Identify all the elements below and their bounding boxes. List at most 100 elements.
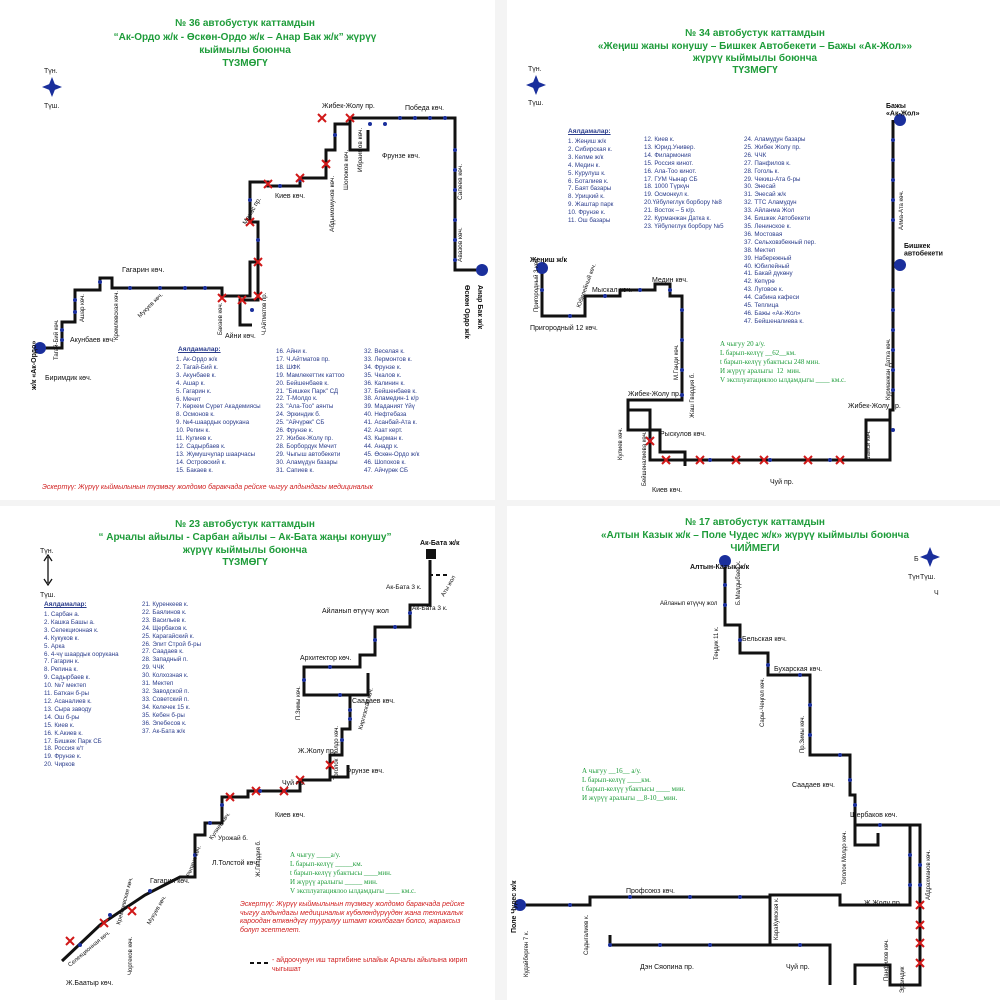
compass-north-label: Түн. <box>44 68 58 75</box>
stop-markers <box>568 583 922 947</box>
label-sapeyev: Сапеев көч. <box>457 164 464 200</box>
label-prigor3: Пригородный 3 көч. <box>533 257 540 312</box>
label-zhibek: Жибек-Жолу пр. <box>322 102 375 110</box>
label-gagarin: Гагарин көч. <box>122 265 165 274</box>
route-branch <box>238 262 260 327</box>
label-kiev: Киев көч. <box>275 193 305 200</box>
route-23-title: № 23 автобустук каттамдын <box>175 519 315 530</box>
label-tagaybiy: Тагай-Бий көч. <box>53 319 60 360</box>
route-loop <box>348 124 370 152</box>
route-34-title-line3: жүрүү кыймылы боюнча <box>692 53 818 64</box>
compass-south-label: Түш. <box>920 574 935 581</box>
compass-icon <box>42 77 62 97</box>
route-branch <box>853 823 922 987</box>
compass-icon <box>526 75 546 95</box>
label-oskon: Өскөн Ордо ж/к <box>463 285 470 339</box>
label-karakul: КараКумская к. <box>774 897 780 940</box>
label-prigor12: Пригородный 12 көч. <box>530 324 598 332</box>
label-atyzhol: Аты жол <box>441 574 458 598</box>
label-akbata3: Ак-Бата 3 к. <box>386 584 422 591</box>
route-36-map: Түн. Түш. ж/к «Ак-Ордо» Би <box>31 68 488 391</box>
label-chortkov: Чортеков көч. <box>128 936 134 975</box>
label-panfilov: Панфилов көч. <box>884 939 890 981</box>
route-line <box>723 567 912 985</box>
label-przimy: Пр.Зимы көч. <box>800 716 806 753</box>
label-altyn: Алтын-Казык ж/к <box>690 564 750 571</box>
route-17-title-line2: «Алтын Казык ж/к – Поле Чудес ж/к» жүрүү… <box>600 530 910 541</box>
label-zhash: Жаш Гвардия б. <box>690 373 696 418</box>
warning-note: Эскертүү: Жүрүү кыймылынын түзмөгү жолдо… <box>42 484 373 491</box>
legend-dash-note: - айдоочунун иш тартибине ылайык Арчалы … <box>272 957 468 973</box>
label-abdumomunov: Абдымомунов көч. <box>328 176 336 232</box>
stops-list-col1: 1. Сарбан а. 2. Кашка Башы а. 3. Селекци… <box>44 611 119 769</box>
route-34-panel: № 34 автобустук каттамдын «Жеңиш жаны ко… <box>510 0 1000 500</box>
stops-header: Аялдамалар: <box>178 346 221 353</box>
stops-list-col2: 21. Куренкеев к. 22. Баялинов к. 23. Вас… <box>142 601 202 735</box>
stop-markers <box>60 116 457 342</box>
stops-list-col3: 32. Веселая к. 33. Лермонтов к. 34. Фрун… <box>364 348 420 474</box>
label-kremlev: Кремлевская көч. <box>114 291 120 340</box>
label-mukuev: Мукуев көч. <box>147 894 169 926</box>
label-myskal: Мыскал көч. <box>592 287 632 294</box>
label-kirgizskaya: Киргизская көч. <box>358 687 375 731</box>
label-saadaev: Саадаев көч. <box>792 782 835 789</box>
label-zhzholu: Ж.Жолу пр. <box>298 748 336 755</box>
route-loop <box>520 895 772 947</box>
route-23-map: Түн. Түш. Ак-Бата ж/к Ак-Бата 3 к. Ак-Ба… <box>40 540 460 987</box>
label-mgandi: М.Ганди көч. <box>674 344 680 380</box>
terminal-marker <box>476 264 488 276</box>
label-erkindik: Эркиндик <box>900 966 906 993</box>
label-chuy: Чуй пр. <box>786 963 810 971</box>
label-kiev: Киев көч. <box>652 487 682 494</box>
label-urozh: Урожай б. <box>218 834 248 842</box>
stops-list-col2: 12. Киев к. 13. Юрид.Универ. 14. Филармо… <box>644 136 724 230</box>
label-aylanpy: Айланып өтүүчү жол <box>322 607 389 615</box>
label-sherbakov: Щербаков көч. <box>850 811 897 819</box>
warning-note: Эскертүү: Жүрүү кыймылынын түзмөгү жолдо… <box>240 901 465 934</box>
label-bazhy: Бажы«Ак-Жол» <box>886 103 920 118</box>
compass-north-label: Түн. <box>40 548 54 555</box>
route-36-title: № 36 автобустук каттамдын <box>175 18 315 29</box>
closed-stop-markers <box>915 900 925 968</box>
terminal-marker <box>719 555 731 567</box>
compass-icon <box>43 553 53 587</box>
label-frunze: Фрунзе көч. <box>346 768 384 775</box>
route-stats: А чыгуу __16__ а/у. L барып-келүү ____км… <box>582 767 686 802</box>
route-line <box>40 116 480 350</box>
compass-north-label: Түн. <box>528 66 542 73</box>
label-ashar: Ашар көч. <box>80 294 86 322</box>
label-aytmatov: Ч.Айтматов пр. <box>261 292 268 335</box>
label-kiev: Киев көч. <box>275 812 305 819</box>
route-34-title-line4: ТҮЗМӨГҮ <box>732 65 778 76</box>
route-17-title-line3: ЧИЙМЕГИ <box>730 543 780 554</box>
label-ryskulov: Рыскулов көч. <box>660 431 706 438</box>
label-ltolstoy: Л.Толстой көч. <box>212 859 259 867</box>
label-beysh: Бейшеналиева көч. <box>641 431 648 486</box>
label-dzen: Дэн Сяопина пр. <box>640 964 694 971</box>
label-kurmanzhan: Курманжан Датка көч. <box>886 338 892 400</box>
label-kudayberg: Кудайберген 7 к. <box>523 930 530 977</box>
label-pobeda: Победа көч. <box>405 104 444 112</box>
route-dashed <box>429 560 450 576</box>
route-loop <box>350 673 370 697</box>
route-34-title-line2: «Жеңиш жаны конушу – Бишкек Автобекети –… <box>597 41 913 52</box>
terminal-marker <box>514 899 526 911</box>
compass-south-label: Түш. <box>44 103 59 110</box>
label-ayni: Айни көч. <box>225 332 256 340</box>
label-profsoyuz: Профсоюз көч. <box>626 888 675 895</box>
terminal-marker <box>536 262 548 274</box>
route-34-title: № 34 автобустук каттамдын <box>685 28 825 39</box>
label-mukuev: Мукуев көч. <box>137 292 165 320</box>
label-saadaev: Саадаев көч. <box>352 698 395 705</box>
label-anarbak: Анар Бак ж/к <box>476 285 483 330</box>
label-kulieva: Кулиев көч. <box>618 428 624 460</box>
label-togolok: Тоголок Молдо көч. <box>842 831 848 885</box>
terminal-marker <box>34 342 46 354</box>
label-medin: Медин көч. <box>652 277 688 284</box>
stops-header: Аялдамалар: <box>44 601 87 608</box>
closed-stop-markers <box>65 760 335 946</box>
label-buharskaya: Бухарская көч. <box>774 666 822 673</box>
compass-icon <box>920 547 940 567</box>
route-23-title-line4: ТҮЗМӨГҮ <box>222 557 268 568</box>
